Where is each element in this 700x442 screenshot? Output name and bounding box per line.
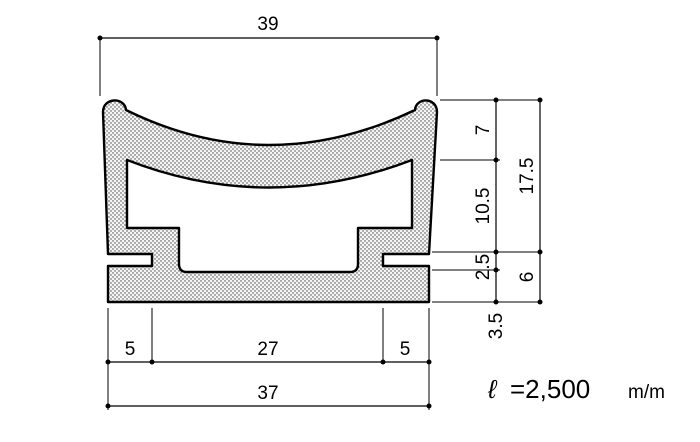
top-width-label: 39 [257, 14, 278, 35]
top-width-dimension: 39 [97, 14, 440, 96]
right-top-label: 7 [473, 125, 494, 136]
right-middle-label: 10.5 [473, 188, 494, 225]
bottom-segment-dimension: 5 27 5 [105, 308, 432, 410]
length-symbol: ℓ [487, 374, 498, 404]
bottom-middle-label: 27 [257, 339, 278, 360]
extrusion-profile [101, 99, 439, 304]
right-overall-lower-label: 6 [517, 272, 538, 283]
bottom-right-label: 5 [400, 339, 411, 360]
right-bottom-label: 3.5 [486, 313, 507, 339]
bottom-width-label: 37 [257, 383, 278, 404]
length-unit: m/m [628, 382, 665, 403]
length-value: =2,500 [510, 374, 590, 404]
right-outer-dimension: 17.5 6 [517, 97, 543, 305]
bottom-left-label: 5 [125, 339, 136, 360]
right-extension-lines [432, 99, 540, 303]
right-inner-dimension: 7 10.5 2.5 3.5 [473, 97, 507, 339]
bottom-width-dimension: 37 [105, 383, 432, 409]
right-overall-upper-label: 17.5 [517, 158, 538, 195]
length-note: ℓ =2,500 m/m [487, 374, 665, 404]
right-lower-label: 2.5 [473, 254, 494, 280]
